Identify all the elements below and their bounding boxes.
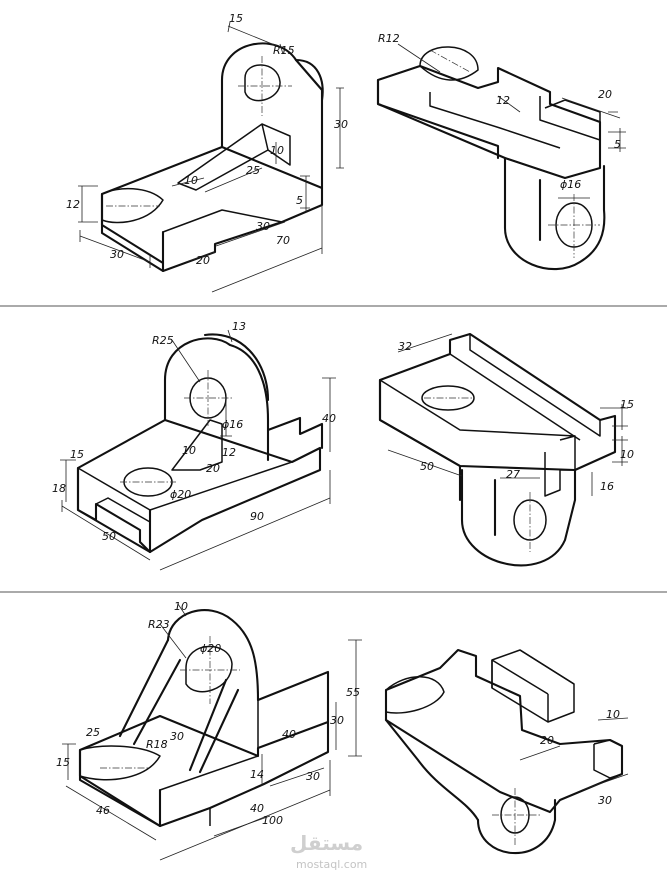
- dim-label-34: 27: [506, 468, 520, 481]
- dim-label-11: 70: [276, 234, 290, 247]
- dim-label-25: 15: [70, 448, 84, 461]
- watermark-brand: مستقل: [290, 831, 363, 855]
- dim-label-35: 16: [600, 480, 614, 493]
- dim-label-7: 12: [66, 198, 80, 211]
- dim-label-27: ϕ20: [170, 488, 191, 501]
- dim-label-39: 55: [346, 686, 360, 699]
- dim-label-3: 30: [334, 118, 348, 131]
- dim-label-31: 15: [620, 398, 634, 411]
- dim-label-37: 10: [174, 600, 188, 613]
- dim-label-14: 12: [496, 94, 510, 107]
- dim-label-18: R25: [152, 334, 174, 347]
- dim-label-47: 40: [250, 802, 264, 815]
- dim-label-15: 20: [598, 88, 612, 101]
- dim-label-29: 50: [102, 530, 116, 543]
- dim-label-10: 30: [256, 220, 270, 233]
- dim-label-50: 100: [262, 814, 283, 827]
- dim-label-53: 30: [598, 794, 612, 807]
- dim-label-21: 40: [322, 412, 336, 425]
- dim-label-8: 30: [110, 248, 124, 261]
- dim-label-17: ϕ16: [560, 178, 581, 191]
- dim-label-52: 20: [540, 734, 554, 747]
- dim-label-20: ϕ16: [222, 418, 243, 431]
- dim-label-49: 46: [96, 804, 110, 817]
- dim-label-2: R15: [273, 44, 295, 57]
- drawing-3-right: 10 20 30: [384, 648, 629, 855]
- dim-label-5: 25: [246, 164, 260, 177]
- dim-label-4: 10: [270, 144, 284, 157]
- dim-label-16: 5: [614, 138, 621, 151]
- dim-label-40: 30: [330, 714, 344, 727]
- dim-label-28: 90: [250, 510, 264, 523]
- dim-label-23: 12: [222, 446, 236, 459]
- drawing-1-right: R12 12 20 5 ϕ16: [376, 32, 626, 271]
- dim-label-32: 10: [620, 448, 634, 461]
- dim-label-1: 15: [229, 12, 243, 25]
- watermark-logo: مستقل mostaql.com: [290, 831, 367, 871]
- dim-label-19: 13: [232, 320, 246, 333]
- watermark-url: mostaql.com: [296, 858, 367, 871]
- dim-label-42: 25: [86, 726, 100, 739]
- dim-label-6: 10: [184, 174, 198, 187]
- dim-label-30: 32: [398, 340, 412, 353]
- dim-label-24: 20: [206, 462, 220, 475]
- dim-label-9: 20: [196, 254, 210, 267]
- dim-label-13: R12: [378, 32, 400, 45]
- dim-label-41: 40: [282, 728, 296, 741]
- dim-label-33: 50: [420, 460, 434, 473]
- drawing-3-left: R23 10 ϕ20 55 30 40 25 30 R18 15 14 40 3…: [56, 600, 362, 861]
- dim-label-38: ϕ20: [200, 642, 221, 655]
- dim-label-44: R18: [146, 738, 168, 751]
- dim-label-48: 30: [306, 770, 320, 783]
- dim-label-36: R23: [148, 618, 170, 631]
- dim-label-46: 14: [250, 768, 264, 781]
- dim-label-45: 15: [56, 756, 70, 769]
- dim-label-12: 5: [296, 194, 303, 207]
- dim-label-26: 18: [52, 482, 66, 495]
- drawing-2-left: R25 13 ϕ16 40 10 12 20 15 18 ϕ20 90 50: [52, 320, 336, 571]
- drawing-2-right: 32 15 10 50 27 16: [378, 332, 634, 567]
- drawing-1-left: 15 R15 30 10 25 10 12 30 20 30 70 5: [66, 12, 348, 293]
- dim-label-22: 10: [182, 444, 196, 457]
- dim-label-51: 10: [606, 708, 620, 721]
- dim-label-43: 30: [170, 730, 184, 743]
